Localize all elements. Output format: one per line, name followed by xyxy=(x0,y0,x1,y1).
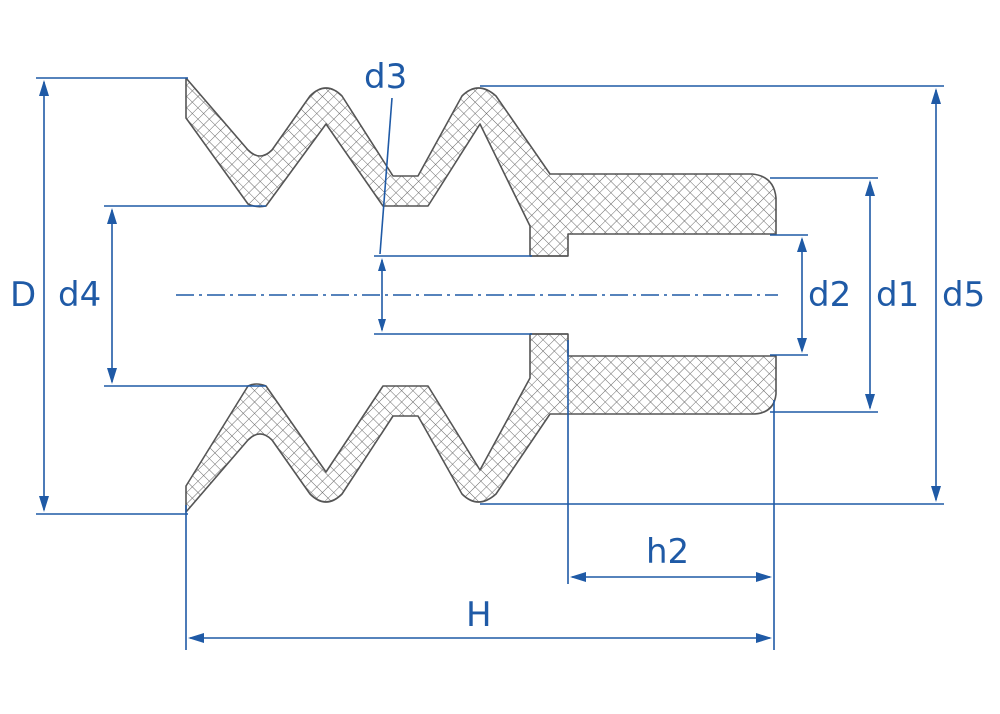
label-d4: d4 xyxy=(58,275,101,315)
d2-arrow-top xyxy=(797,237,807,252)
d3-leader xyxy=(379,97,393,255)
h2-arrow-right xyxy=(756,572,772,582)
label-d5: d5 xyxy=(942,275,985,315)
label-d2: d2 xyxy=(808,275,851,315)
h2-arrow-left xyxy=(570,572,586,582)
top-bellows-wall xyxy=(185,77,777,257)
dimension-lines xyxy=(36,77,944,650)
label-H: H xyxy=(466,595,492,635)
d2-arrow-bottom xyxy=(797,338,807,353)
d5-arrow-bottom xyxy=(931,486,941,502)
d1-arrow-top xyxy=(865,180,875,196)
D-arrow-bottom xyxy=(39,496,49,512)
label-d3: d3 xyxy=(364,57,407,97)
H-arrow-left xyxy=(188,633,204,643)
d4-arrow-top xyxy=(107,208,117,224)
label-d1: d1 xyxy=(876,275,919,315)
D-arrow-top xyxy=(39,80,49,96)
d5-arrow-top xyxy=(931,88,941,104)
bottom-bellows-wall xyxy=(185,333,777,513)
d1-arrow-bottom xyxy=(865,394,875,410)
H-arrow-right xyxy=(756,633,772,643)
label-h2: h2 xyxy=(646,532,689,572)
d3-arrow-bottom xyxy=(378,319,386,332)
part-section xyxy=(185,77,777,513)
label-D: D xyxy=(10,275,36,315)
d3-arrow-top xyxy=(378,258,386,271)
dimension-labels: D d4 d3 d2 d1 d5 h2 H xyxy=(10,57,985,635)
d4-arrow-bottom xyxy=(107,368,117,384)
